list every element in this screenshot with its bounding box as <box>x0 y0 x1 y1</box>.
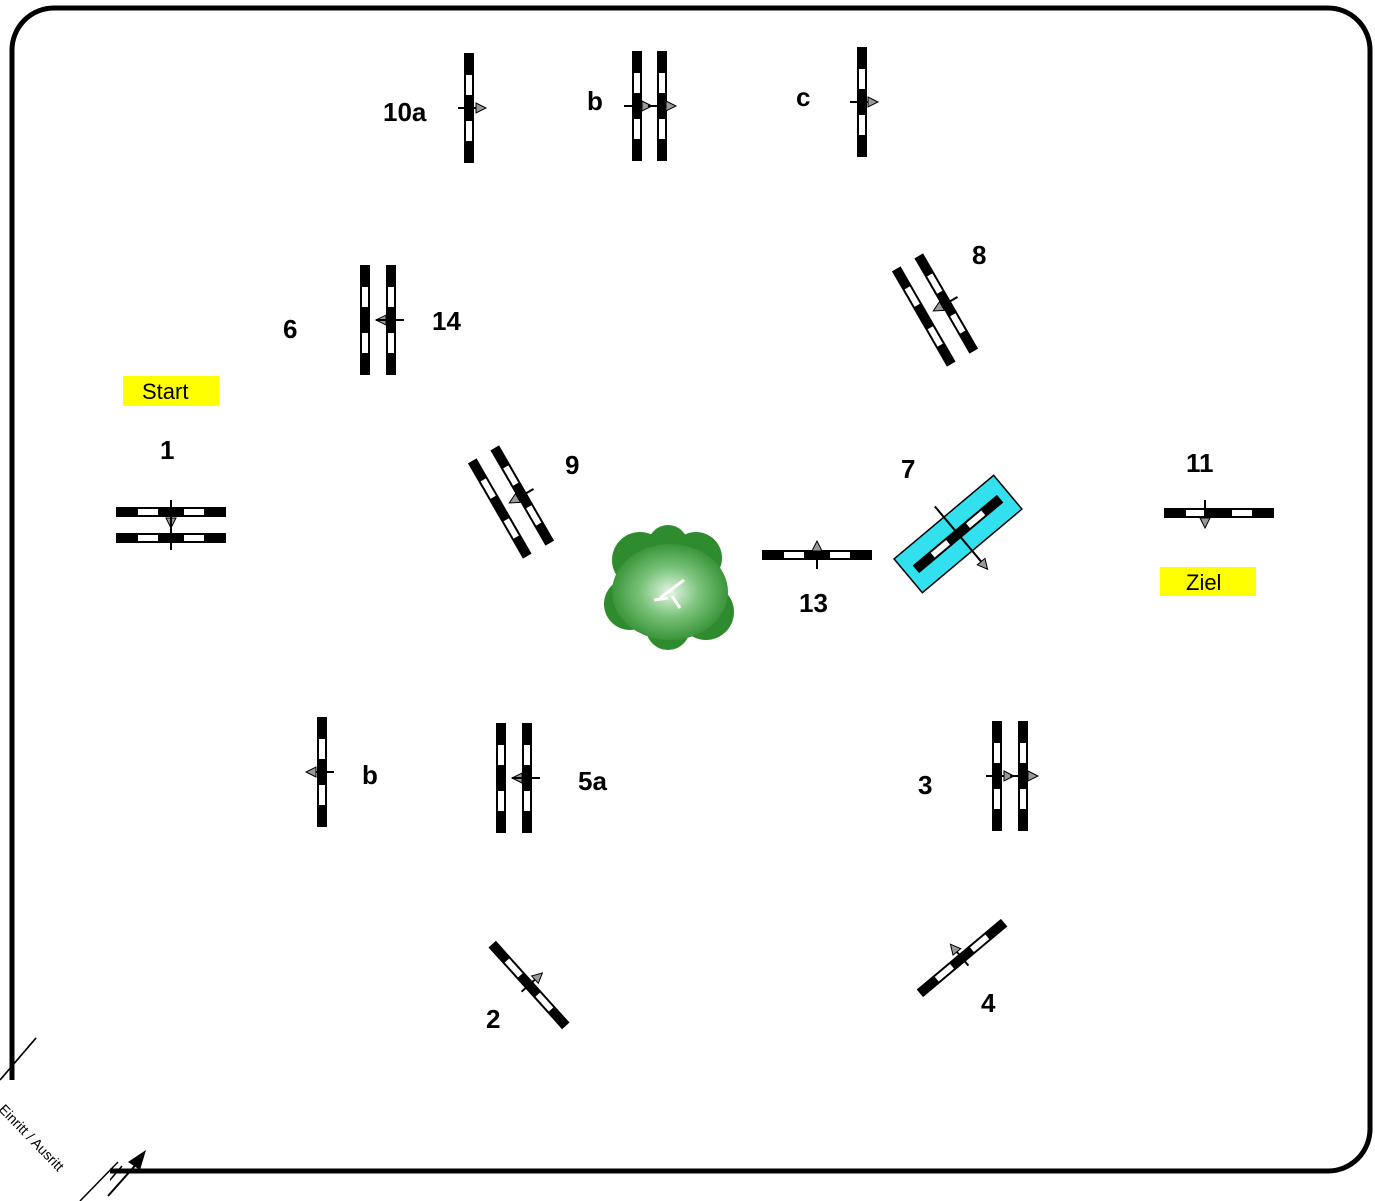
tree-icon <box>604 525 734 650</box>
label-5a: 5a <box>578 766 607 796</box>
obstacle-7 <box>893 474 1023 594</box>
finish-badge <box>1160 567 1256 596</box>
obstacle-6-14 <box>360 265 405 375</box>
finish-label: Ziel <box>1186 570 1221 595</box>
label-3: 3 <box>918 770 932 800</box>
obstacle-10a <box>457 53 487 163</box>
label-14: 14 <box>432 306 461 336</box>
label-4: 4 <box>981 988 996 1018</box>
obstacle-9 <box>467 445 555 559</box>
obstacle-3 <box>985 721 1039 831</box>
label-10a: 10a <box>383 97 427 127</box>
obstacle-1 <box>116 499 226 550</box>
arena-frame <box>9 5 1373 1174</box>
obstacle-11 <box>1164 499 1274 529</box>
start-badge <box>123 376 219 406</box>
label-8: 8 <box>972 240 986 270</box>
label-13: 13 <box>799 588 828 618</box>
obstacle-5b <box>305 717 335 827</box>
label-6: 6 <box>283 314 297 344</box>
label-5b: b <box>362 760 378 790</box>
label-10b: b <box>587 86 603 116</box>
obstacle-10b <box>623 51 677 161</box>
obstacle-13 <box>762 540 872 570</box>
label-1: 1 <box>160 435 174 465</box>
obstacle-5a <box>496 723 541 833</box>
label-9: 9 <box>565 450 579 480</box>
label-10c: c <box>796 82 810 112</box>
start-label: Start <box>142 379 188 404</box>
obstacle-10c <box>849 47 879 157</box>
label-11: 11 <box>1186 448 1214 478</box>
label-7: 7 <box>901 454 915 484</box>
label-2: 2 <box>486 1004 500 1034</box>
